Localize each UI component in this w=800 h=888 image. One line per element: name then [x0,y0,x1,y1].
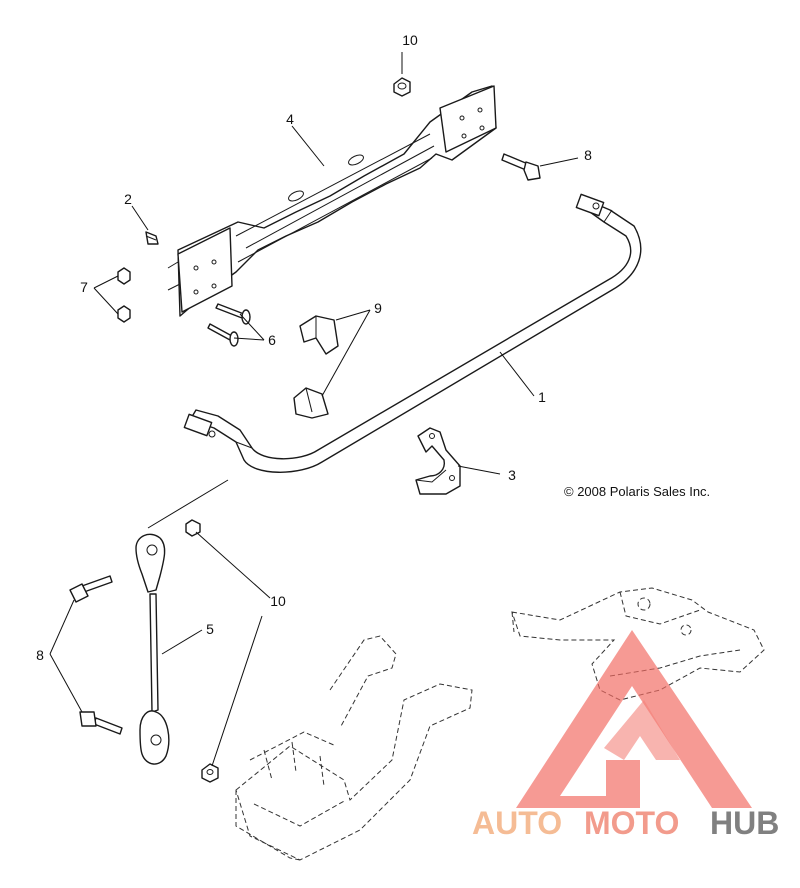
bolt-part-8-top [501,153,541,181]
bolt-part-8-left-lower [79,711,123,735]
callout-10-mid: 10 [270,593,286,609]
copyright-notice: © 2008 Polaris Sales Inc. [564,484,710,499]
callout-3: 3 [508,467,516,483]
watermark-text-hub: HUB [710,805,779,841]
leader-lines [49,52,579,767]
nut-part-10-low [201,763,219,783]
callout-2: 2 [124,191,132,207]
callout-5: 5 [206,621,214,637]
watermark-text-moto: MOTO [584,805,679,841]
callout-8-left: 8 [36,647,44,663]
pin-part-6-lower [207,323,239,347]
link-part-5 [135,533,170,765]
callout-7: 7 [80,279,88,295]
watermark-inner-arrow [604,700,680,760]
nut-part-7-lower [117,305,131,323]
stabilizer-bar-part-1 [183,193,642,473]
callout-10-top: 10 [402,32,418,48]
mounting-bracket-part-4 [167,85,497,317]
callout-6: 6 [268,332,276,348]
bushing-part-9 [293,315,339,419]
callout-1: 1 [538,389,546,405]
nut-part-10-top [393,77,411,97]
pin-part-6-upper [215,303,251,325]
callout-9: 9 [374,300,382,316]
callout-4: 4 [286,111,294,127]
watermark-triangle-logo [516,630,752,808]
nut-part-7-upper [117,267,131,285]
callout-8-top: 8 [584,147,592,163]
automotohub-watermark: AUTO MOTO HUB [472,630,779,841]
bar-clamp-part-3 [415,427,461,495]
bolt-part-8-left-upper [69,575,113,603]
watermark-text-auto: AUTO [472,805,562,841]
rear-suspension-frame-phantom [235,635,473,861]
screw-part-2 [145,231,159,245]
callouts: 10 4 8 2 7 9 6 1 3 10 5 8 © 2008 Polaris… [36,32,710,663]
